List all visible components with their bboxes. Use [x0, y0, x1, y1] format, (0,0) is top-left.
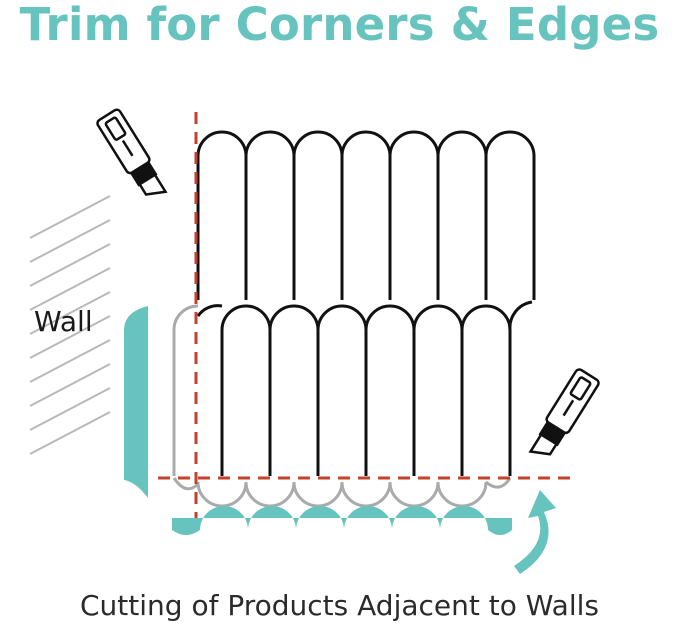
utility-knife-icon [528, 368, 600, 456]
page-title: Trim for Corners & Edges [19, 0, 660, 51]
tile-row-bottom [196, 300, 533, 476]
side-trim-piece [124, 306, 148, 498]
trimmed-tile-portion [172, 304, 512, 508]
diagram-caption: Cutting of Products Adjacent to Walls [80, 589, 599, 622]
wall-label: Wall [34, 305, 93, 338]
curved-arrow-icon [514, 490, 556, 574]
bottom-trim-piece [172, 506, 512, 535]
wall-hatch [29, 195, 111, 455]
tile-row-top [196, 130, 536, 300]
utility-knife-icon [96, 108, 168, 196]
